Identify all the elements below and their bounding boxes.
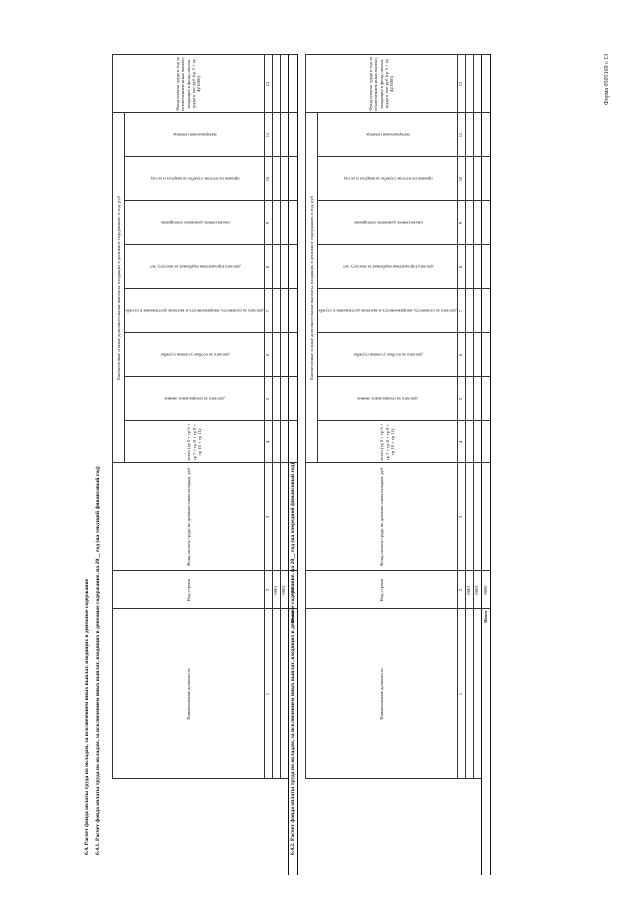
col-number: 10	[264, 157, 273, 201]
col-number: 6	[264, 333, 273, 377]
line-code-cell: 0001	[465, 571, 474, 609]
col-number: 7	[264, 289, 273, 333]
col-header-additional-payments: Ежемесячные и иные дополнительные выплат…	[305, 112, 318, 463]
line-code-cell: 0002	[280, 571, 289, 609]
table-row: 0001	[465, 54, 474, 875]
col-number: 9	[457, 201, 466, 245]
col-header-complexity: доплата за сложность, напряженность и вы…	[317, 289, 458, 333]
col-number: 6	[457, 333, 466, 377]
col-number: 5	[264, 377, 273, 421]
col-header-special-conditions: доплата за особые условия службы	[124, 333, 265, 377]
col-number: 11	[457, 112, 466, 157]
col-header-quarterly-bonus: премии по итогам службы за квартал и за …	[124, 157, 265, 201]
form-number: Форма 0505169 с 13	[604, 53, 610, 105]
col-header-total: всего (гр 5 + гр 6 + гр 7 + гр 8 + гр 9 …	[124, 421, 265, 463]
col-number: 4	[457, 421, 466, 463]
col-header-total: всего (гр 5 + гр 6 + гр 7 + гр 8 + гр 9 …	[317, 421, 458, 463]
col-header-salary-fund: Фонд оплаты труда по должностным окладам…	[112, 463, 265, 571]
total-code: 9000	[481, 571, 491, 609]
col-header-position: Наименование должности	[305, 609, 458, 779]
col-number: 12	[457, 54, 466, 113]
col-number: 5	[457, 377, 466, 421]
col-header-seniority: доплата (процентная надбавка) за выслугу…	[317, 245, 458, 289]
salary-table-current-year: Наименование должности Код строки Фонд о…	[112, 54, 298, 875]
section-heading-6-4-1: 6.4.1. Расчет фонда оплаты труда по окла…	[95, 466, 101, 855]
col-header-material-aid: материальная помощь	[124, 112, 265, 157]
col-header-special-rank: доплата за специальное звание	[317, 377, 458, 421]
section-heading-6-4: 6.4. Расчет фонда оплаты труда по оклада…	[84, 578, 90, 855]
col-number: 7	[457, 289, 466, 333]
col-number: 8	[457, 245, 466, 289]
col-header-special-conditions: доплата за особые условия службы	[317, 333, 458, 377]
col-number: 8	[264, 245, 273, 289]
col-header-salary-fund: Фонд оплаты труда по должностным окладам…	[305, 463, 458, 571]
position-cell[interactable]	[473, 609, 482, 779]
col-header-additional-payments: Ежемесячные и иные дополнительные выплат…	[112, 112, 125, 463]
col-header-special-rank: доплата за специальное звание	[124, 377, 265, 421]
col-number: 1	[264, 609, 273, 779]
col-number: 10	[457, 157, 466, 201]
col-header-seniority: доплата (процентная надбавка) за выслугу…	[124, 245, 265, 289]
line-code-cell: 0001	[272, 571, 281, 609]
col-header-fund-total: Фонд оплаты труда в год за исключением и…	[305, 54, 458, 113]
position-cell[interactable]	[465, 609, 474, 779]
col-header-fund-total: Фонд оплаты труда в год за исключением и…	[112, 54, 265, 113]
col-number: 11	[264, 112, 273, 157]
col-header-monthly-bonus: ежемесячное денежное поощрение	[317, 201, 458, 245]
position-cell[interactable]	[280, 609, 289, 779]
col-number: 3	[457, 463, 466, 571]
col-header-line-code: Код строки	[305, 571, 458, 609]
col-number: 12	[264, 54, 273, 113]
col-number: 3	[264, 463, 273, 571]
col-header-complexity: доплата за сложность, напряженность и вы…	[124, 289, 265, 333]
col-header-quarterly-bonus: премии по итогам службы за квартал и за …	[317, 157, 458, 201]
line-code-cell: 0002	[473, 571, 482, 609]
col-header-monthly-bonus: ежемесячное денежное поощрение	[124, 201, 265, 245]
col-header-position: Наименование должности	[112, 609, 265, 779]
total-row: Итого 9000	[481, 54, 491, 875]
table-row: 0002	[473, 54, 482, 875]
total-label: Итого	[481, 609, 491, 779]
table-row: 0002	[280, 54, 289, 875]
position-cell[interactable]	[272, 609, 281, 779]
col-header-material-aid: материальная помощь	[317, 112, 458, 157]
table-row: 0001	[272, 54, 281, 875]
col-header-line-code: Код строки	[112, 571, 265, 609]
col-number: 1	[457, 609, 466, 779]
col-number: 2	[264, 571, 273, 609]
section-heading-6-4-2: 6.4.2. Расчет фонда оплаты труда по окла…	[290, 462, 296, 855]
col-number: 9	[264, 201, 273, 245]
salary-table-next-year: Наименование должности Код строки Фонд о…	[305, 54, 491, 875]
col-number: 4	[264, 421, 273, 463]
col-number: 2	[457, 571, 466, 609]
